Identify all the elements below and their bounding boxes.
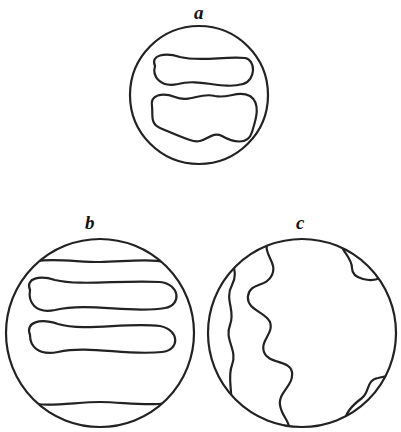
domain-boundary bbox=[340, 236, 400, 288]
sample-circle bbox=[130, 26, 268, 164]
panel-letter: a bbox=[194, 3, 204, 22]
domain-loop bbox=[29, 321, 175, 353]
sample-circle bbox=[208, 239, 396, 427]
domain-boundary bbox=[345, 372, 400, 428]
domain-boundary bbox=[248, 240, 292, 432]
panel-letter: c bbox=[296, 213, 304, 232]
sample-circle bbox=[6, 239, 194, 427]
domain-boundary bbox=[10, 260, 195, 270]
domain-boundary bbox=[228, 245, 235, 420]
domain-loop bbox=[29, 278, 176, 311]
domain-boundary bbox=[10, 396, 195, 405]
panel-letter: b bbox=[85, 213, 95, 232]
domain-loop bbox=[154, 55, 253, 86]
domain-loop bbox=[152, 94, 257, 142]
